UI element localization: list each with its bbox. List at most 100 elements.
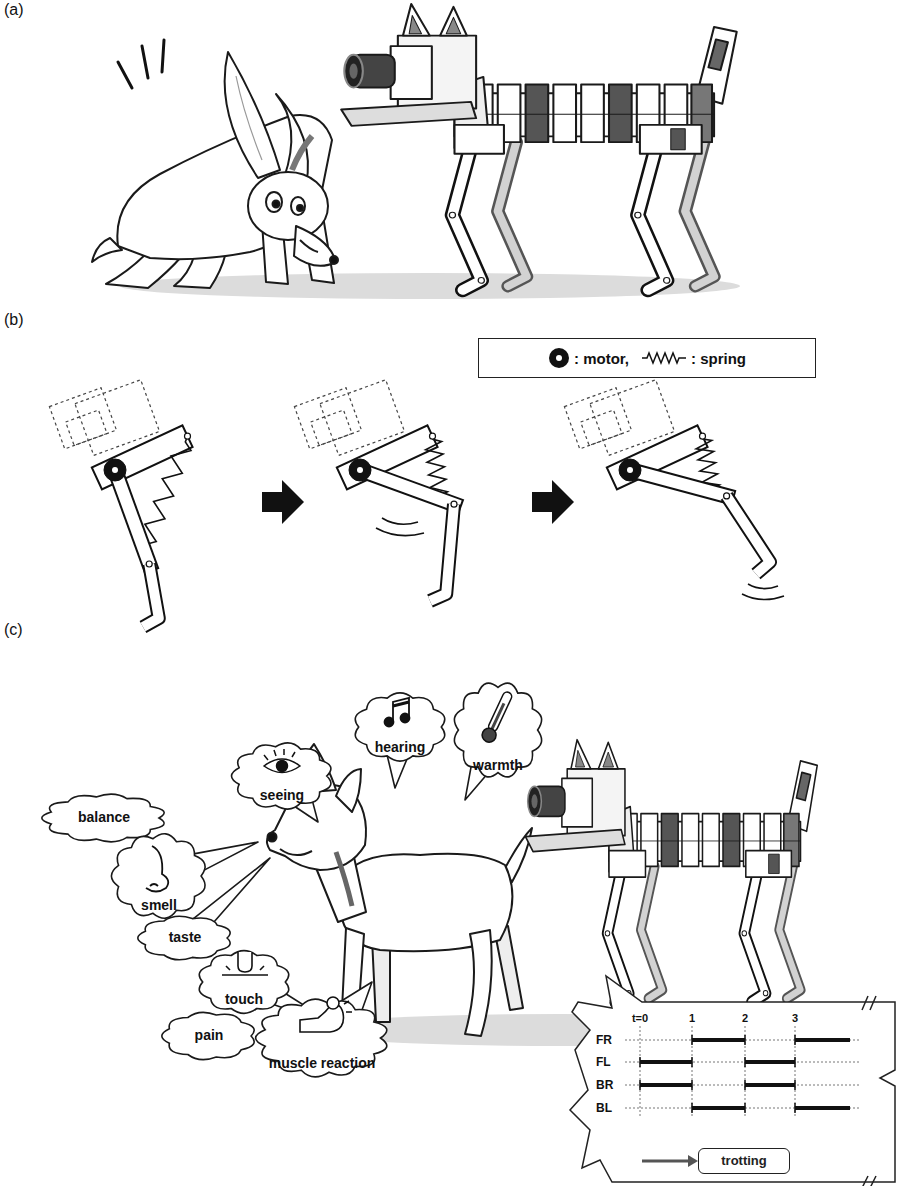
gait-chart-callout: [795, 1106, 850, 1110]
thought-bubble: muscle reaction: [254, 996, 390, 1080]
gait-chart-callout: [640, 1035, 795, 1113]
flexed-arm-icon: [344, 1001, 352, 1012]
thought-bubble: pain: [160, 1010, 258, 1062]
gait-chart-callout: [745, 1060, 795, 1064]
happy-dog: [336, 769, 361, 812]
frightened-dog: [266, 192, 282, 212]
leg-pose-standing: [143, 564, 159, 627]
finger-touch-icon: [226, 966, 264, 970]
leg-pose-swing: [376, 528, 424, 536]
thermometer-icon: [480, 726, 499, 745]
gait-chart-callout: [688, 1155, 698, 1167]
gait-chart-callout: [625, 1040, 860, 1041]
thought-bubble: seeing: [230, 740, 334, 812]
happy-dog: [465, 930, 492, 1036]
time-step-label: 1: [662, 1010, 722, 1026]
leg-pose-kick: [700, 433, 706, 439]
robot-dog: [525, 740, 817, 1002]
bubble-tail: [192, 858, 270, 924]
bubble-cloud: [355, 693, 444, 761]
bubble-text: balance: [78, 810, 130, 825]
frightened-dog: [225, 52, 280, 178]
sequence-arrow: [262, 480, 304, 524]
leg-pose-kick: [619, 459, 641, 481]
finger-touch-icon: [222, 952, 268, 975]
frightened-dog: [291, 197, 305, 215]
bubble-text: touch: [225, 992, 263, 1007]
bubble-cloud: [111, 834, 205, 918]
leg-pose-kick: [748, 584, 778, 589]
bubble-cloud: [138, 916, 230, 960]
music-note-icon: [393, 698, 409, 722]
leg-pose-kick: [564, 388, 631, 449]
legend-text: : motor,: [574, 350, 629, 367]
leg-pose-kick: [630, 470, 727, 496]
gait-chart-callout: [625, 1026, 860, 1118]
eye-icon: [277, 761, 288, 772]
music-note-icon: [393, 702, 409, 706]
panel-c-illustration: [267, 740, 895, 1186]
leg-pose-swing: [430, 504, 454, 601]
gait-chart-callout: [570, 976, 895, 1186]
leg-pose-swing: [360, 470, 454, 504]
leg-pose-kick: [727, 496, 770, 574]
gait-chart-callout: [640, 1083, 692, 1087]
panel-letter: (a): [4, 2, 24, 18]
spring-swatch: [641, 351, 687, 365]
leg-pose-swing: [430, 433, 436, 439]
gait-chart-callout: [640, 1060, 692, 1064]
leg-pose-standing: [49, 380, 195, 627]
eye-icon: [264, 759, 300, 773]
leg-pose-standing: [66, 410, 107, 445]
frightened-dog: [92, 238, 122, 262]
gait-chart-callout: [640, 1026, 641, 1118]
leg-pose-swing: [311, 410, 352, 445]
leg-row-label: BR: [596, 1077, 613, 1093]
finger-touch-icon: [238, 952, 252, 972]
bubble-text: taste: [169, 930, 202, 945]
fright-lines: [118, 40, 164, 88]
eye-icon: [264, 749, 295, 760]
panel-b-leg-sequence: [49, 380, 784, 627]
leg-pose-swing: [294, 380, 457, 601]
thermometer-icon: [487, 691, 513, 733]
bubble-cloud: [256, 999, 387, 1077]
nose-icon: [146, 846, 168, 892]
time-step-label: 3: [765, 1010, 825, 1026]
leg-pose-standing: [185, 433, 191, 439]
bubble-cloud: [162, 1012, 254, 1059]
frightened-dog: [300, 240, 318, 252]
frightened-dog: [276, 94, 308, 184]
music-note-icon: [385, 718, 394, 727]
legend-item: : spring: [641, 350, 746, 367]
panel-a-illustration: [92, 4, 740, 299]
bubble-text: hearing: [375, 740, 426, 755]
leg-pose-swing: [451, 501, 457, 507]
motor-swatch-disc: [549, 348, 569, 368]
leg-pose-kick: [564, 380, 784, 600]
leg-pose-standing: [115, 470, 149, 564]
bubble-cloud: [454, 683, 541, 777]
robot-dog: [341, 4, 737, 290]
fright-lines: [118, 62, 132, 88]
leg-pose-standing: [104, 459, 126, 481]
leg-pose-kick: [727, 496, 770, 574]
leg-pose-swing: [382, 518, 418, 524]
leg-pose-swing: [430, 504, 454, 601]
legend-box: : motor, : spring: [478, 338, 816, 378]
flexed-arm-icon: [300, 1005, 343, 1032]
motor-swatch-hub: [556, 355, 562, 361]
thought-bubble: hearing: [352, 690, 448, 764]
leg-pose-standing: [115, 470, 149, 564]
thought-bubble: taste: [136, 914, 234, 962]
eye-icon: [264, 749, 300, 773]
leg-pose-standing: [112, 467, 118, 473]
bubble-text: smell: [141, 898, 177, 913]
gait-chart-callout: [640, 1040, 850, 1108]
bubble-cloud: [42, 794, 164, 842]
leg-pose-standing: [146, 561, 152, 567]
